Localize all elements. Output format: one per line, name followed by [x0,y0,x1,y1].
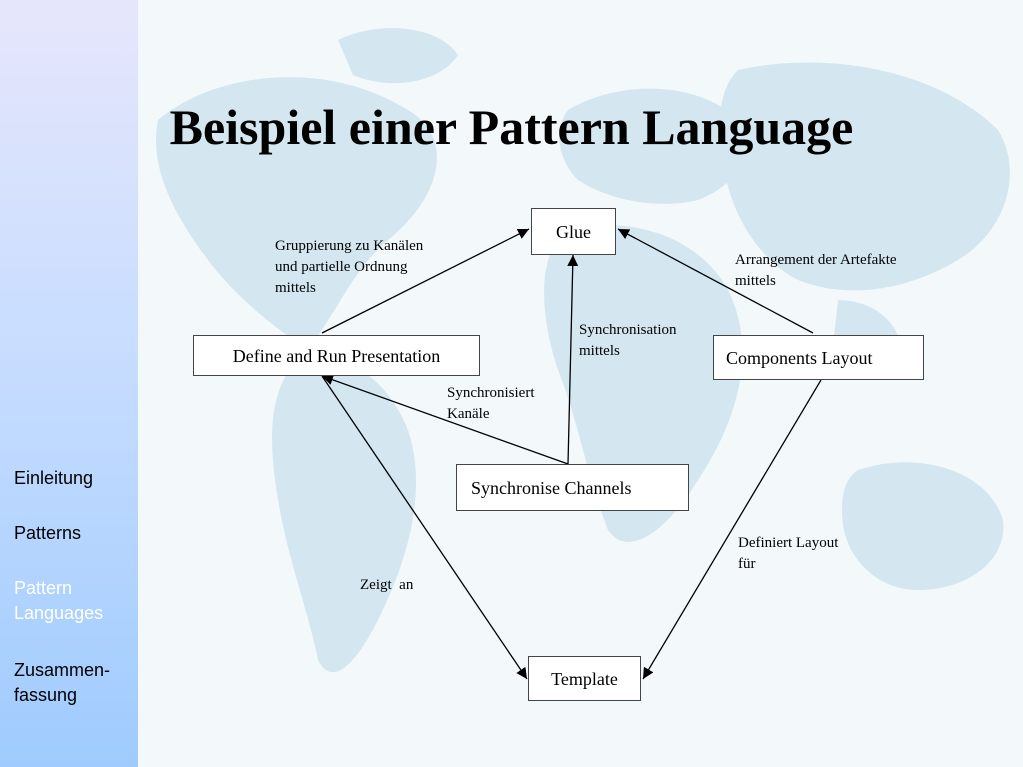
label-line: Synchronisation [579,322,677,338]
slide-title: Beispiel einer Pattern Language [169,99,854,155]
node-glue: Glue [531,208,616,255]
label-synchronise-to-glue: Synchronisation mittels [579,320,677,362]
label-line: mittels [579,343,620,359]
nav-item-patterns[interactable]: Patterns [14,523,82,543]
node-template: Template [528,656,641,701]
label-line: Definiert Layout [738,535,839,551]
arrow-synchronise-to-define [321,374,569,465]
arrow-define-to-template [321,375,528,680]
node-define-and-run-presentation: Define and Run Presentation [193,335,480,376]
nav-item-einleitung[interactable]: Einleitung [14,468,94,488]
label-components-to-template: Definiert Layout für [738,533,838,575]
node-synchronise-channels: Synchronise Channels [456,464,689,511]
label-line: Zeigt an [360,577,414,593]
label-line: und partielle Ordnung [275,259,408,275]
nav-item-zusammenfassung[interactable]: Zusammen-fassung [14,660,111,705]
sidebar-navigation: Einleitung Patterns Pattern Languages Zu… [0,0,138,767]
label-synchronise-to-define: Synchronisiert Kanäle [447,383,535,425]
label-components-to-glue: Arrangement der Artefakte mittels [735,250,897,292]
label-line: mittels [275,280,316,296]
arrow-synchronise-to-glue [567,254,579,465]
label-line: Gruppierung zu Kanälen [275,238,424,254]
label-line: Kanäle [447,406,490,422]
label-line: für [738,556,756,572]
node-components-layout: Components Layout [713,335,924,380]
label-line: Synchronisiert [447,385,535,401]
arrow-components-to-glue [617,228,814,334]
label-define-to-template: Zeigt an [360,533,413,617]
label-define-to-glue: Gruppierung zu Kanälen und partielle Ord… [275,236,423,299]
nav-item-pattern-languages[interactable]: Pattern Languages [14,578,104,623]
arrow-define-to-glue [321,228,530,334]
label-line: mittels [735,273,776,289]
label-line: Arrangement der Artefakte [735,252,897,268]
arrow-components-to-template [642,379,822,680]
